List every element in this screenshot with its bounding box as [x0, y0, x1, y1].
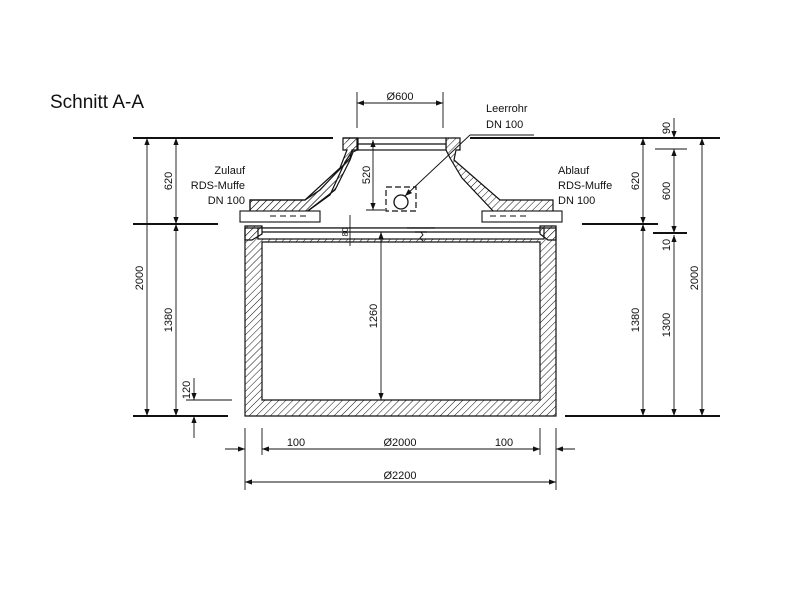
manhole-cone: [244, 137, 557, 241]
svg-text:RDS-Muffe: RDS-Muffe: [558, 180, 612, 192]
svg-text:DN 100: DN 100: [486, 119, 523, 131]
svg-text:1300: 1300: [661, 313, 673, 337]
svg-text:120: 120: [181, 381, 193, 399]
svg-text:100: 100: [495, 437, 513, 449]
dim-bottom: 100 Ø2000 100 Ø2200: [225, 428, 575, 490]
dim-opening: Ø600: [356, 91, 444, 128]
svg-text:Zulauf: Zulauf: [214, 165, 246, 177]
svg-text:620: 620: [630, 172, 642, 190]
svg-text:2000: 2000: [689, 266, 701, 290]
svg-text:600: 600: [661, 182, 673, 200]
svg-text:Ø2200: Ø2200: [383, 470, 416, 482]
svg-text:520: 520: [361, 166, 373, 184]
svg-text:80: 80: [341, 227, 350, 236]
svg-text:1380: 1380: [163, 308, 175, 332]
svg-text:2000: 2000: [134, 266, 146, 290]
svg-text:620: 620: [163, 172, 175, 190]
dim-cone-height: 520: [361, 140, 385, 211]
svg-text:90: 90: [661, 122, 673, 134]
svg-text:DN 100: DN 100: [558, 195, 595, 207]
dim-inner-height: 1260: [368, 232, 384, 400]
outlet-pipe: [481, 210, 563, 223]
svg-text:Ø2000: Ø2000: [383, 437, 416, 449]
svg-text:DN 100: DN 100: [208, 195, 245, 207]
dim-slab: 80: [341, 215, 351, 246]
inlet-label: Zulauf RDS-Muffe DN 100: [191, 165, 246, 207]
inlet-pipe: [239, 210, 321, 223]
svg-text:1380: 1380: [630, 308, 642, 332]
water-level-symbol: [407, 227, 435, 242]
outlet-label: Ablauf RDS-Muffe DN 100: [558, 165, 612, 207]
drawing-title: Schnitt A-A: [50, 92, 144, 113]
svg-text:RDS-Muffe: RDS-Muffe: [191, 180, 245, 192]
svg-text:100: 100: [287, 437, 305, 449]
svg-text:Ø600: Ø600: [387, 91, 414, 103]
svg-text:Ablauf: Ablauf: [558, 165, 590, 177]
svg-text:1260: 1260: [368, 304, 380, 328]
dim-right: 620 1380 90 600 10 1300 2000: [630, 118, 705, 416]
svg-text:Leerrohr: Leerrohr: [486, 103, 528, 115]
tank-body: [244, 227, 557, 417]
svg-text:10: 10: [661, 239, 673, 251]
conduit-label: Leerrohr DN 100: [486, 103, 528, 131]
conduit-pipe: [385, 134, 534, 212]
dim-left: 2000 620 1380 120: [134, 138, 232, 438]
